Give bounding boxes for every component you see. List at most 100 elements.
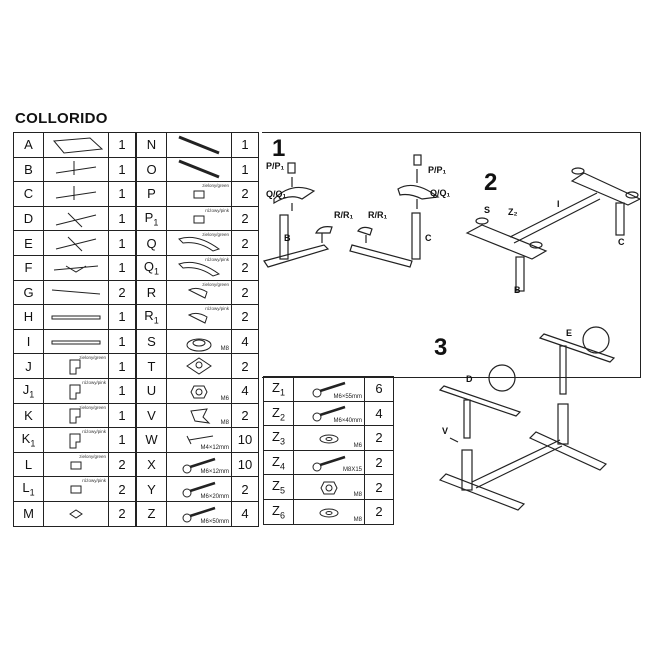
cover-icon	[178, 237, 221, 252]
part-letter: F	[13, 254, 44, 281]
support-bracket-icon	[55, 236, 97, 252]
part-size: M8	[220, 420, 229, 427]
support-bracket-icon	[55, 212, 97, 227]
washer-icon	[319, 508, 339, 518]
part-letter-text: B	[24, 161, 33, 177]
label-s: S	[484, 205, 491, 215]
part-image	[43, 279, 109, 306]
part-letter-text: C	[23, 186, 34, 202]
bolt-icon	[312, 455, 346, 472]
part-size: M6×55mm	[333, 393, 362, 400]
part-letter: K	[13, 402, 44, 429]
steps-1-2-drawing	[263, 154, 640, 292]
part-letter: C	[13, 181, 44, 207]
part-image: M6×55mm	[293, 376, 365, 402]
label-b: B	[284, 233, 291, 243]
rod-icon	[51, 289, 101, 295]
part-quantity: 2	[231, 254, 259, 281]
part-letter: D	[13, 205, 44, 232]
part-image: M8	[166, 328, 232, 355]
part-quantity: 1	[108, 132, 136, 158]
bracket-e-post	[559, 345, 567, 395]
part-image: M6×40mm	[293, 400, 365, 427]
screw-icon	[186, 435, 214, 445]
part-letter: R1	[136, 304, 167, 330]
bolt-icon	[312, 406, 346, 422]
leg-frame-icon	[55, 161, 97, 176]
cross-brace-icon	[53, 265, 99, 273]
part-letter-subscript: 1	[30, 438, 36, 449]
tabletop-icon	[53, 137, 104, 154]
part-letter-text: E	[24, 235, 33, 251]
crossbar	[471, 439, 563, 489]
step-2-number: 2	[484, 169, 498, 196]
part-image	[43, 156, 109, 183]
part-letter: N	[136, 132, 167, 158]
part-image: różowy/pink	[166, 254, 232, 281]
part-image	[43, 132, 109, 158]
washer-icon	[319, 434, 339, 444]
part-letter: Z2	[263, 400, 294, 427]
part-letter-text: W	[145, 432, 158, 448]
part-quantity: 2	[108, 500, 136, 527]
part-color-note: zielony/green	[202, 183, 229, 189]
part-letter-subscript: 4	[279, 461, 285, 472]
part-image: różowy/pink	[43, 427, 109, 453]
clip-icon	[69, 408, 81, 424]
part-image	[43, 230, 109, 256]
part-letter-text: Q	[143, 258, 155, 274]
part-quantity: 10	[231, 427, 259, 453]
part-quantity: 4	[231, 377, 259, 404]
part-quantity: 1	[108, 402, 136, 429]
cover-icon	[178, 261, 221, 277]
part-image	[43, 205, 109, 232]
part-letter-text: D	[23, 211, 34, 227]
part-quantity: 1	[108, 427, 136, 453]
cap-p-right	[413, 154, 422, 166]
part-letter: Z3	[263, 425, 294, 451]
part-letter-text: X	[147, 457, 156, 473]
part-color-note: różowy/pink	[205, 207, 229, 213]
label-rr1-right: R/R₁	[368, 210, 388, 220]
part-letter-subscript: 5	[279, 485, 285, 496]
part-quantity: 1	[108, 353, 136, 379]
part-letter: J	[13, 353, 44, 379]
leg-right	[557, 403, 569, 445]
part-quantity: 2	[108, 279, 136, 306]
part-image	[43, 500, 109, 527]
bolt-icon	[182, 506, 216, 523]
label-i: I	[557, 199, 560, 209]
step-3-number: 3	[434, 334, 448, 361]
cover-q-right	[397, 184, 440, 200]
part-letter: A	[13, 132, 44, 158]
foot-right	[528, 431, 608, 471]
part-letter-text: Q	[146, 235, 157, 251]
part-letter-text: U	[146, 383, 157, 399]
part-quantity: 2	[231, 181, 259, 207]
foot-cap-icon	[187, 312, 208, 324]
part-letter-text: G	[23, 284, 34, 300]
part-letter-text: Z	[272, 453, 280, 469]
part-size: M4×12mm	[200, 444, 229, 451]
leveler-s-icon	[529, 241, 543, 249]
foot-cap-r-right	[357, 226, 373, 243]
part-image: różowy/pink	[43, 476, 109, 502]
foot-cap-icon	[187, 288, 208, 300]
part-image: M8X15	[293, 449, 365, 476]
part-quantity: 1	[108, 205, 136, 232]
part-quantity: 2	[231, 279, 259, 306]
